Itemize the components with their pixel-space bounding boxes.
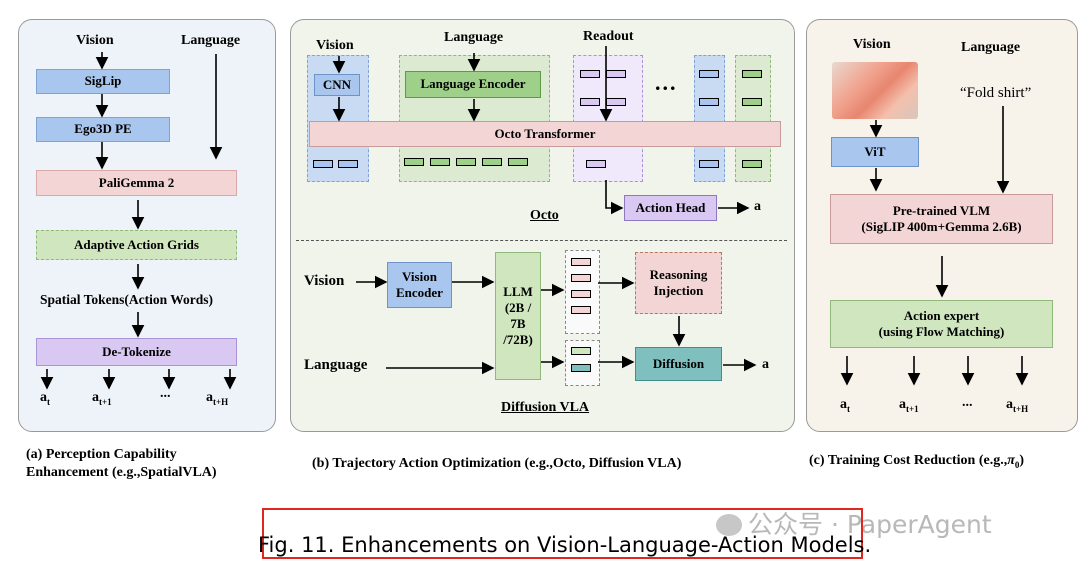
panel-a-caption: (a) Perception Capability Enhancement (e… — [26, 447, 217, 480]
token-chip — [571, 364, 591, 372]
panel-c-output-4: at+H — [1006, 397, 1029, 414]
siglip-box: SigLip — [36, 69, 170, 94]
paligemma-box: PaliGemma 2 — [36, 170, 237, 196]
panel-c-output-dots: ... — [962, 395, 973, 410]
token-chip — [404, 158, 424, 166]
panel-a-vision-label: Vision — [76, 33, 114, 48]
panel-b-caption: (b) Trajectory Action Optimization (e.g.… — [312, 456, 682, 471]
octo-vision-label: Vision — [316, 38, 354, 53]
token-chip — [482, 158, 502, 166]
token-chip — [742, 98, 762, 106]
diffusion-language-label: Language — [304, 357, 368, 373]
vit-box: ViT — [831, 137, 919, 167]
octo-action-output: a — [754, 199, 761, 214]
language-encoder-box: Language Encoder — [405, 71, 541, 98]
adaptive-action-grids-box: Adaptive Action Grids — [36, 230, 237, 260]
token-chip — [338, 160, 358, 168]
panel-a-language-label: Language — [181, 33, 241, 48]
panel-a-output-4: at+H — [206, 390, 229, 407]
reasoning-injection-box: Reasoning Injection — [635, 252, 722, 314]
diffusion-vision-label: Vision — [304, 273, 345, 289]
panel-c-language-label: Language — [961, 40, 1021, 55]
token-chip — [508, 158, 528, 166]
octo-transformer-box: Octo Transformer — [309, 121, 781, 147]
token-chip — [571, 347, 591, 355]
token-chip — [313, 160, 333, 168]
token-chip — [456, 158, 476, 166]
panel-c-caption: (c) Training Cost Reduction (e.g.,π0) — [809, 453, 1025, 470]
panel-a-output-2: at+1 — [92, 390, 112, 407]
token-chip — [699, 160, 719, 168]
panel-c-output-1: at — [840, 397, 850, 414]
ego3d-pe-box: Ego3D PE — [36, 117, 170, 142]
token-chip — [586, 160, 606, 168]
readout-ellipsis: ... — [655, 70, 678, 95]
llm-box: LLM (2B / 7B /72B) — [495, 252, 541, 380]
watermark: 公众号 · PaperAgent — [716, 505, 992, 541]
panel-a-output-1: at — [40, 390, 50, 407]
diffusion-box: Diffusion — [635, 347, 722, 381]
octo-diffusion-divider — [296, 240, 787, 241]
token-chip — [742, 70, 762, 78]
diffusion-action-output: a — [762, 357, 769, 372]
panel-a-output-dots: ... — [160, 386, 171, 401]
action-expert-box: Action expert(using Flow Matching) — [830, 300, 1053, 348]
token-chip — [699, 98, 719, 106]
token-chip — [580, 98, 600, 106]
token-chip — [571, 290, 591, 298]
octo-language-label: Language — [444, 30, 504, 45]
action-head-box: Action Head — [624, 195, 717, 221]
octo-title: Octo — [530, 208, 559, 223]
fold-shirt-instruction: “Fold shirt” — [960, 85, 1032, 101]
token-chip — [571, 274, 591, 282]
pretrained-vlm-box: Pre-trained VLM(SigLIP 400m+Gemma 2.6B) — [830, 194, 1053, 244]
token-chip — [742, 160, 762, 168]
vision-encoder-box: Vision Encoder — [387, 262, 452, 308]
figure-caption: Fig. 11. Enhancements on Vision-Language… — [258, 533, 872, 557]
token-chip — [571, 258, 591, 266]
de-tokenize-box: De-Tokenize — [36, 338, 237, 366]
token-chip — [430, 158, 450, 166]
cnn-box: CNN — [314, 74, 360, 96]
diffusion-vla-title: Diffusion VLA — [501, 400, 590, 415]
wechat-icon — [716, 514, 742, 536]
token-chip — [571, 306, 591, 314]
token-chip — [606, 98, 626, 106]
shirt-photo — [832, 62, 918, 119]
token-chip — [580, 70, 600, 78]
panel-c-output-2: at+1 — [899, 397, 919, 414]
panel-c-vision-label: Vision — [853, 37, 891, 52]
diffusion-tokens-region — [565, 340, 600, 386]
spatial-tokens-label: Spatial Tokens(Action Words) — [40, 292, 214, 307]
figure-caption-highlight — [262, 508, 863, 559]
token-chip — [606, 70, 626, 78]
token-chip — [699, 70, 719, 78]
readout-label: Readout — [583, 29, 634, 44]
